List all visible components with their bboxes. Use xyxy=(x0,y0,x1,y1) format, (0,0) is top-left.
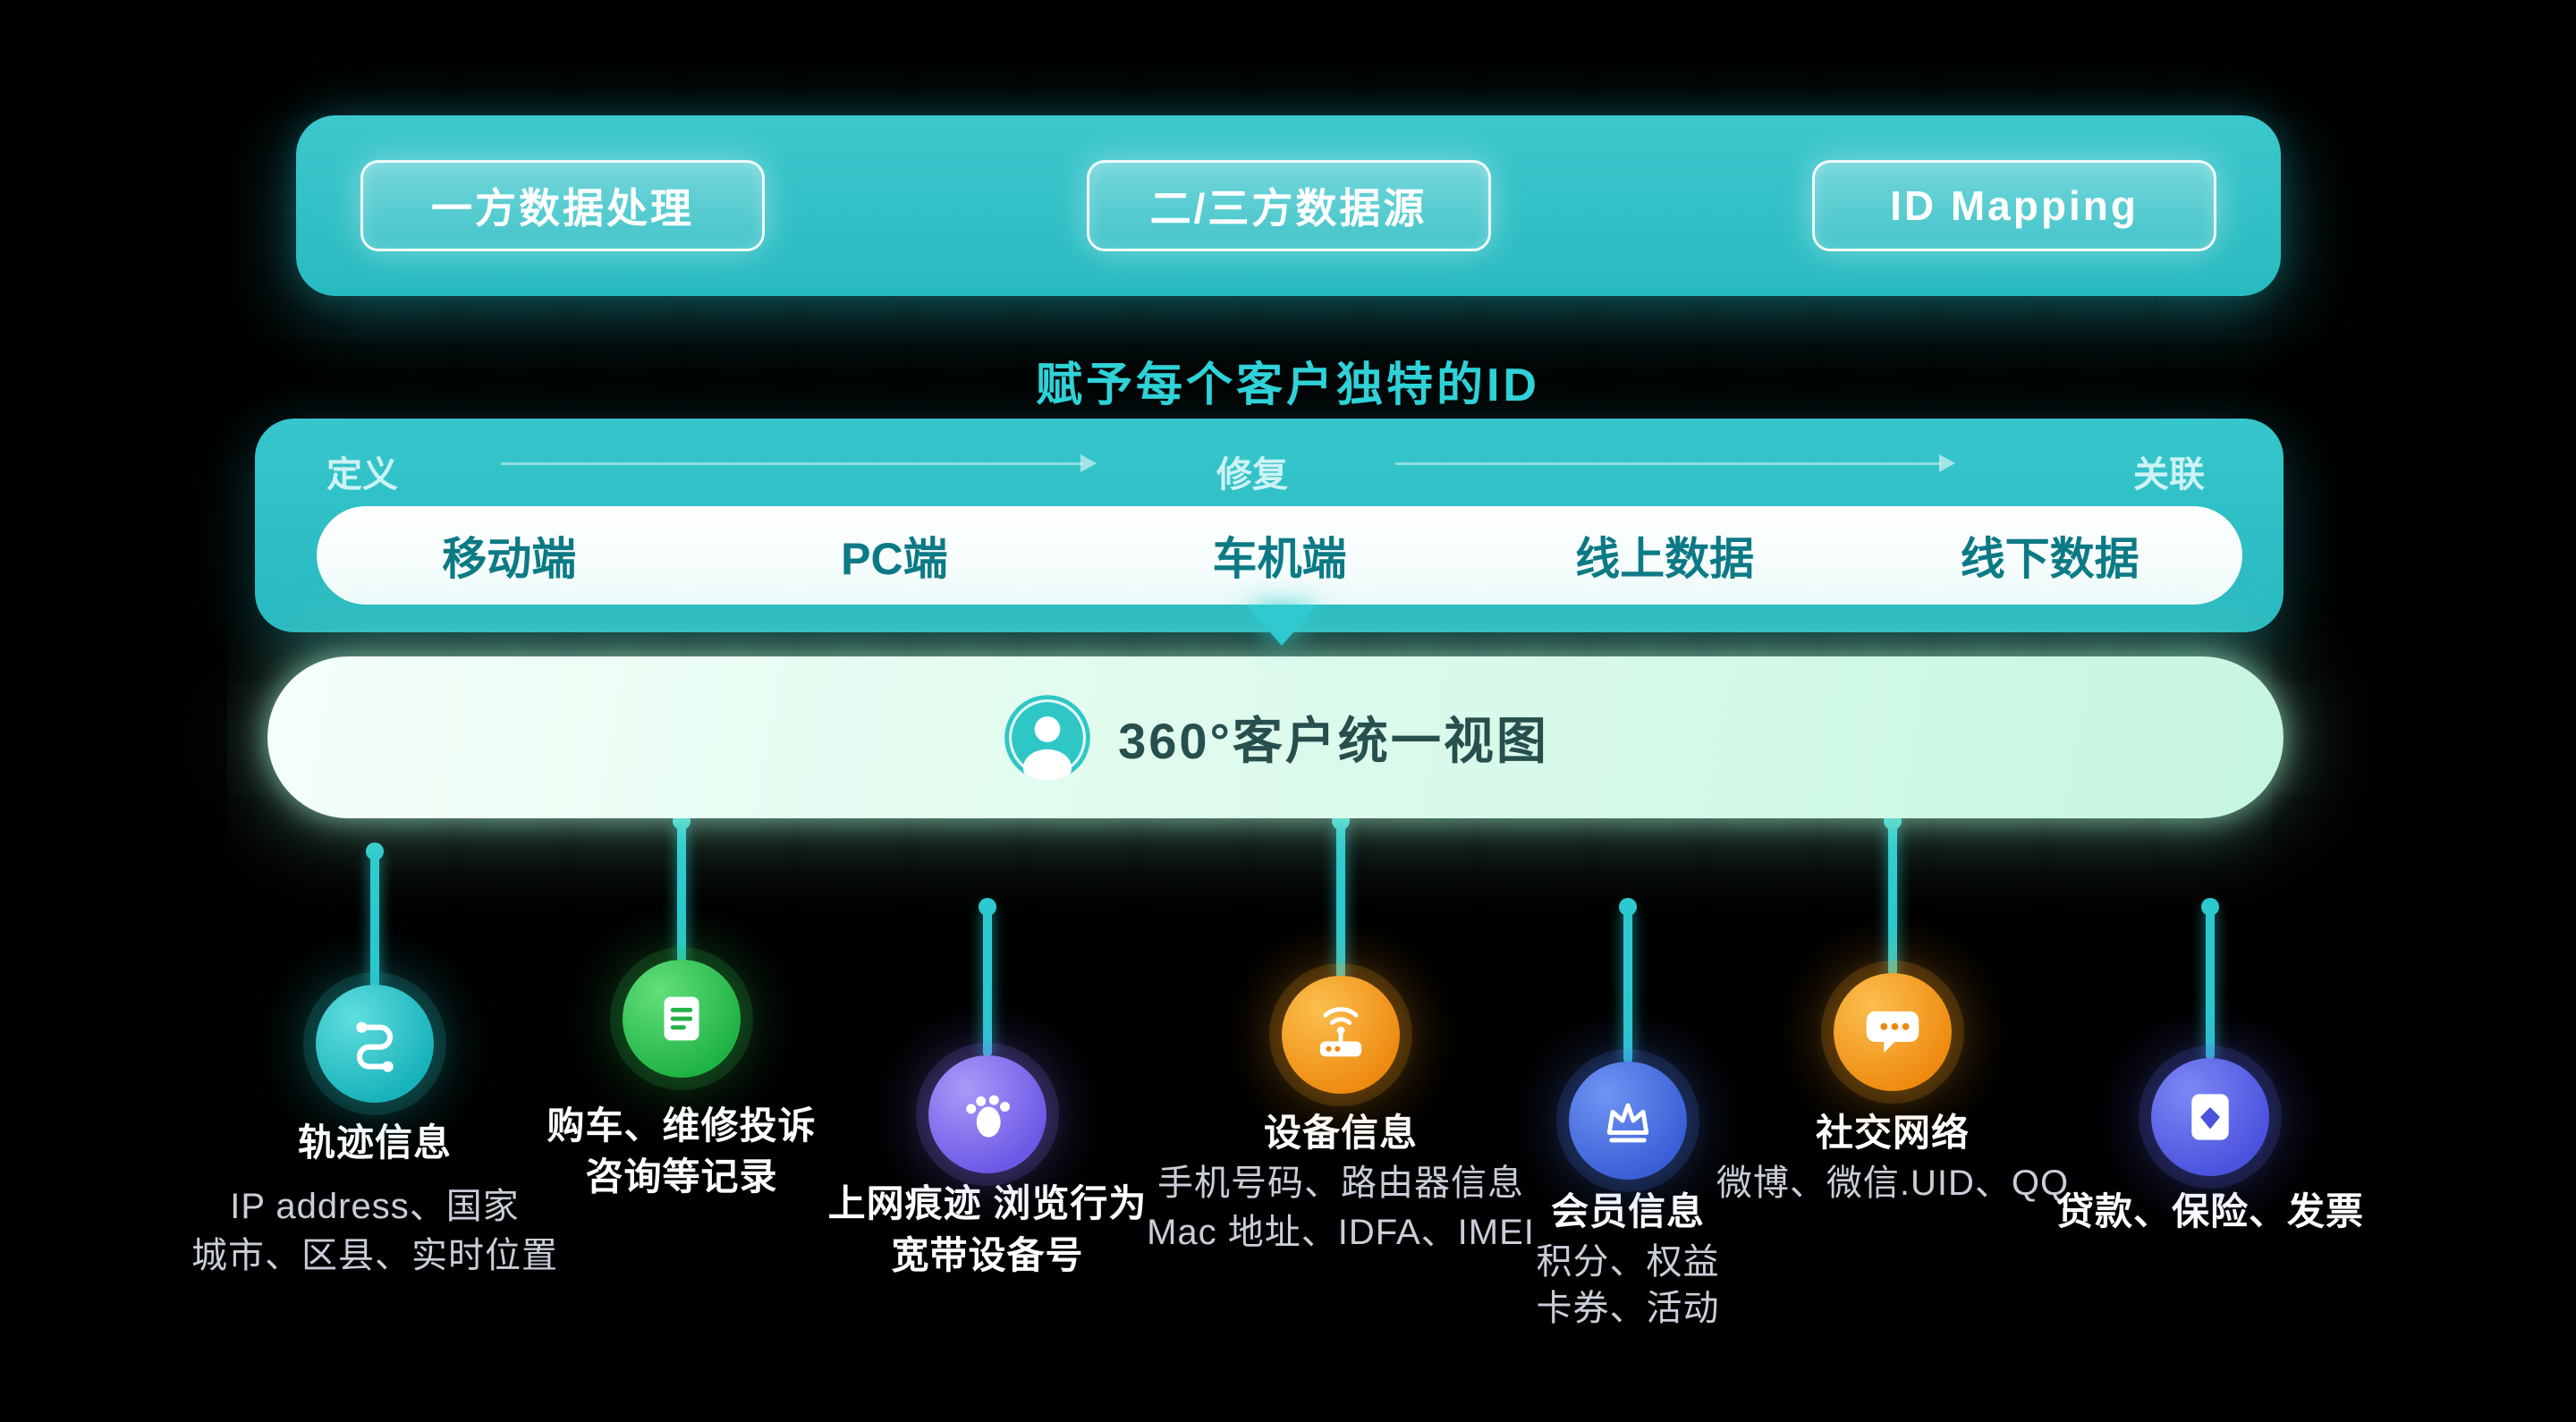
document-icon xyxy=(664,996,699,1041)
connector-line xyxy=(677,819,686,962)
channel-online-data: 线上数据 xyxy=(1575,534,1755,584)
data-sources-bar: 一方数据处理 二/三方数据源 ID Mapping xyxy=(296,115,2281,296)
source-desc: 手机号码、路由器信息 xyxy=(1157,1164,1524,1203)
social-circle xyxy=(1834,973,1952,1091)
trajectory-circle xyxy=(316,985,434,1103)
source-title: 轨迹信息 xyxy=(297,1122,453,1164)
arrow-down-icon xyxy=(1246,605,1318,646)
pill-first-party-data: 一方数据处理 xyxy=(360,160,765,251)
source-title: 宽带设备号 xyxy=(891,1234,1084,1276)
connector-line xyxy=(370,850,379,988)
source-desc: 卡券、活动 xyxy=(1536,1289,1720,1328)
router-icon xyxy=(1319,1007,1362,1057)
source-title: 购车、维修投诉 xyxy=(547,1105,817,1147)
pill-second-third-party-data: 二/三方数据源 xyxy=(1086,160,1491,251)
source-title: 咨询等记录 xyxy=(585,1155,778,1198)
records-circle xyxy=(623,960,741,1078)
pill-id-mapping: ID Mapping xyxy=(1812,160,2216,251)
connector-line xyxy=(1623,905,1632,1063)
flow-arrow-icon xyxy=(501,454,1097,472)
page-title: 赋予每个客户独特的ID xyxy=(1035,360,1540,411)
unified-view-label: 360°客户统一视图 xyxy=(1118,713,1549,769)
source-title: 社交网络 xyxy=(1815,1112,1970,1154)
channel-offline-data: 线下数据 xyxy=(1960,534,2140,584)
crown-icon xyxy=(1606,1103,1649,1143)
flow-arrow-icon xyxy=(1395,454,1955,472)
id-process-panel: 定义 修复 关联 移动端 PC端 车机端 线上数据 线下数据 xyxy=(255,419,2284,632)
finance-icon xyxy=(2191,1094,2229,1140)
connector-line xyxy=(1336,819,1345,978)
channel-car: 车机端 xyxy=(1212,534,1347,584)
source-title: 上网痕迹 浏览行为 xyxy=(827,1182,1148,1224)
source-desc: 微博、微信.UID、QQ xyxy=(1716,1164,2070,1203)
channel-bar: 移动端 PC端 车机端 线上数据 线下数据 xyxy=(317,506,2242,605)
user-avatar-icon xyxy=(1002,692,1093,783)
source-title: 会员信息 xyxy=(1550,1190,1706,1232)
stage-associate-label: 关联 xyxy=(2133,455,2205,495)
connector-line xyxy=(983,905,992,1057)
member-circle xyxy=(1569,1062,1687,1180)
source-desc: 城市、区县、实时位置 xyxy=(191,1236,558,1275)
source-title: 贷款、保险、发票 xyxy=(2055,1190,2365,1232)
chat-icon xyxy=(1866,1011,1919,1054)
device-circle xyxy=(1282,976,1400,1094)
stage-define-label: 定义 xyxy=(326,455,398,495)
source-desc: 积分、权益 xyxy=(1536,1242,1720,1282)
stage-repair-label: 修复 xyxy=(1216,455,1288,495)
connector-line xyxy=(1888,819,1897,976)
footprint-circle xyxy=(928,1055,1046,1173)
source-title: 设备信息 xyxy=(1263,1112,1419,1154)
source-desc: Mac 地址、IDFA、IMEI xyxy=(1147,1213,1535,1252)
connector-line xyxy=(2206,905,2215,1060)
finance-circle xyxy=(2151,1058,2269,1176)
route-icon xyxy=(356,1021,394,1072)
source-desc: IP address、国家 xyxy=(230,1187,520,1226)
footprint-icon xyxy=(966,1095,1010,1138)
unified-view-bar: 360°客户统一视图 xyxy=(267,656,2284,818)
channel-mobile: 移动端 xyxy=(442,534,577,584)
channel-pc: PC端 xyxy=(841,534,948,584)
